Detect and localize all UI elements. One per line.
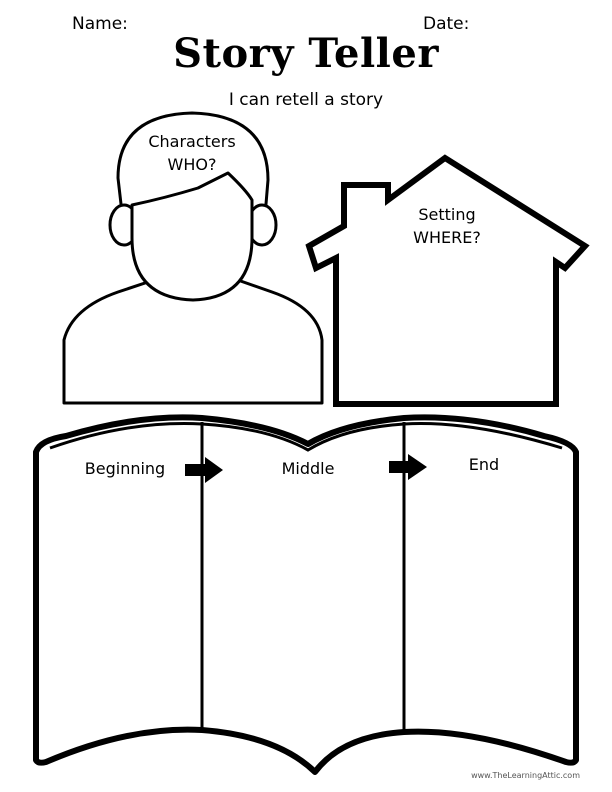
name-label: Name: — [72, 14, 128, 34]
arrow-right-icon — [389, 454, 427, 480]
characters-line1: Characters — [148, 132, 236, 151]
setting-line1: Setting — [418, 205, 476, 224]
person-face — [130, 171, 254, 302]
house-outline — [305, 154, 590, 407]
beginning-label: Beginning — [84, 459, 166, 478]
setting-line2: WHERE? — [413, 228, 481, 247]
book-page-edge — [49, 422, 563, 452]
footer-credit: www.TheLearningAttic.com — [471, 771, 580, 780]
middle-label: Middle — [281, 459, 335, 478]
end-label: End — [468, 455, 500, 474]
characters-line2: WHO? — [167, 155, 217, 174]
setting-label: Setting WHERE? — [372, 203, 522, 249]
page-subtitle: I can retell a story — [228, 90, 384, 110]
characters-label: Characters WHO? — [112, 130, 272, 176]
arrow-right-icon — [185, 457, 223, 483]
page-title: Story Teller — [173, 30, 439, 77]
date-label: Date: — [423, 14, 470, 34]
